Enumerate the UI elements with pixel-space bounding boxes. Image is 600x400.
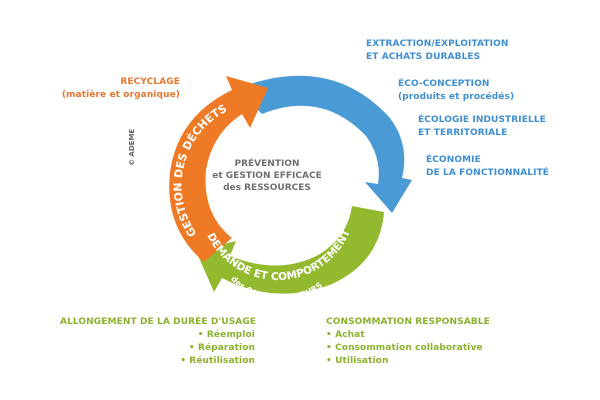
recyclage-label: RECYCLAGE (matière et organique) [60, 76, 180, 102]
allongement-item: • Réemploi [197, 330, 255, 340]
consommation-item: • Consommation collaborative [326, 343, 483, 353]
allongement-block: ALLONGEMENT DE LA DURÉE D'USAGE • Réempl… [60, 316, 257, 368]
recyclage-subtitle: (matière et organique) [61, 90, 180, 100]
center-line-2: et GESTION EFFICACE [212, 171, 322, 181]
offre-item-extraction: EXTRACTION/EXPLOITATION ET ACHATS DURABL… [366, 39, 509, 62]
dechets-arc-arrow [169, 76, 268, 262]
offre-item-ecologie: ÉCOLOGIE INDUSTRIELLE ET TERRITORIALE [418, 115, 546, 138]
demande-arc-arrow [196, 206, 384, 294]
consommation-item: • Achat [326, 330, 365, 340]
recyclage-title: RECYCLAGE [120, 77, 180, 87]
center-line-1: PRÉVENTION [234, 159, 300, 169]
allongement-item: • Réutilisation [180, 356, 255, 366]
ademe-copyright: © ADEME [128, 128, 136, 166]
consommation-title: CONSOMMATION RESPONSABLE [326, 317, 490, 327]
offre-item-eco-conception: ÉCO-CONCEPTION (produits et procédés) [398, 79, 515, 102]
allongement-title: ALLONGEMENT DE LA DURÉE D'USAGE [60, 317, 257, 327]
allongement-item: • Réparation [188, 343, 255, 353]
center-line-3: des RESSOURCES [223, 183, 311, 193]
offre-item-economie: ÉCONOMIE DE LA FONCTIONNALITÉ [426, 155, 550, 178]
center-title: PRÉVENTION et GESTION EFFICACE des RESSO… [212, 158, 322, 194]
consommation-block: CONSOMMATION RESPONSABLE • Achat • Conso… [326, 316, 490, 368]
offre-arc-arrow [236, 75, 412, 213]
consommation-item: • Utilisation [326, 356, 389, 366]
